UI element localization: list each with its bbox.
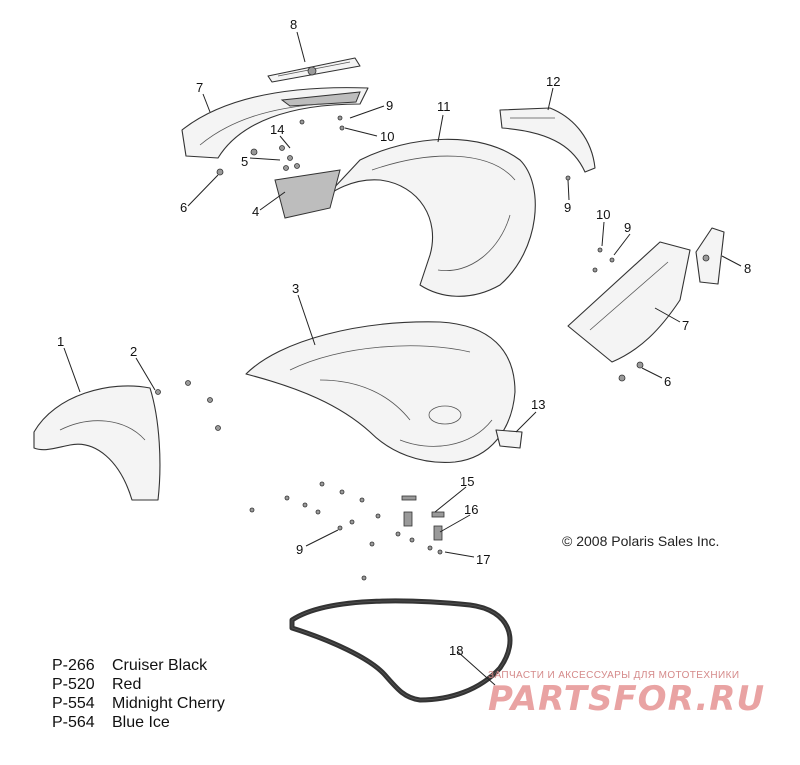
part-7-left-trim [181, 87, 369, 159]
legend-color-name: Cruiser Black [112, 657, 208, 674]
legend-color-name: Blue Ice [112, 714, 170, 731]
part-13-latch [495, 429, 523, 449]
callout-12: 12 [546, 74, 560, 89]
legend-row: P-554 Midnight Cherry [52, 694, 225, 713]
legend-row: P-520 Red [52, 675, 225, 694]
legend-code: P-564 [52, 714, 95, 731]
legend-color-name: Red [112, 676, 142, 693]
callout-3: 3 [292, 281, 299, 296]
callout-7-left: 7 [196, 80, 203, 95]
part-8-right-lens [695, 227, 725, 285]
part-1-cover [33, 385, 161, 501]
legend-code: P-554 [52, 695, 95, 712]
callout-9-mid: 9 [564, 200, 571, 215]
legend-code: P-266 [52, 657, 95, 674]
callout-2: 2 [130, 344, 137, 359]
callout-9-bottom: 9 [296, 542, 303, 557]
callout-6-right: 6 [664, 374, 671, 389]
callout-8-top: 8 [290, 17, 297, 32]
callout-17: 17 [476, 552, 490, 567]
legend-color-name: Midnight Cherry [112, 695, 225, 712]
hardware-fasteners [155, 115, 644, 581]
callout-5: 5 [241, 154, 248, 169]
callout-16: 16 [464, 502, 478, 517]
callout-7-right: 7 [682, 318, 689, 333]
part-12-right-light [499, 107, 596, 173]
callout-15: 15 [460, 474, 474, 489]
callout-11: 11 [437, 99, 451, 114]
callout-13: 13 [531, 397, 545, 412]
copyright-notice: © 2008 Polaris Sales Inc. [562, 533, 720, 549]
callout-6-left: 6 [180, 200, 187, 215]
callout-14: 14 [270, 122, 284, 137]
watermark-tagline: ЗАПЧАСТИ И АКСЕССУАРЫ ДЛЯ МОТОТЕХНИКИ [488, 670, 740, 681]
part-7-right-trim [567, 241, 691, 363]
legend-code: P-520 [52, 676, 95, 693]
callout-9-top: 9 [386, 98, 393, 113]
legend-row: P-266 Cruiser Black [52, 656, 225, 675]
legend-row: P-564 Blue Ice [52, 713, 225, 732]
callout-4: 4 [252, 204, 259, 219]
callout-labels: 1 2 3 4 5 6 6 7 7 8 8 9 9 9 9 10 10 11 1… [57, 17, 751, 658]
watermark-logo: PARTSFOR.RU [488, 679, 766, 719]
callout-1: 1 [57, 334, 64, 349]
part-8-top-lens [267, 57, 361, 83]
callout-9-right: 9 [624, 220, 631, 235]
part-11-lid [274, 138, 536, 297]
callout-18: 18 [449, 643, 463, 658]
color-legend: P-266 Cruiser Black P-520 Red P-554 Midnigh… [52, 656, 225, 732]
part-3-lower-case [245, 321, 516, 463]
callout-8-right: 8 [744, 261, 751, 276]
callout-leaders [63, 31, 742, 686]
callout-10-right: 10 [596, 207, 610, 222]
callout-10-top: 10 [380, 129, 394, 144]
watermark: ЗАПЧАСТИ И АКСЕССУАРЫ ДЛЯ МОТОТЕХНИКИ PA… [488, 670, 788, 719]
part-18-seal [289, 598, 513, 703]
